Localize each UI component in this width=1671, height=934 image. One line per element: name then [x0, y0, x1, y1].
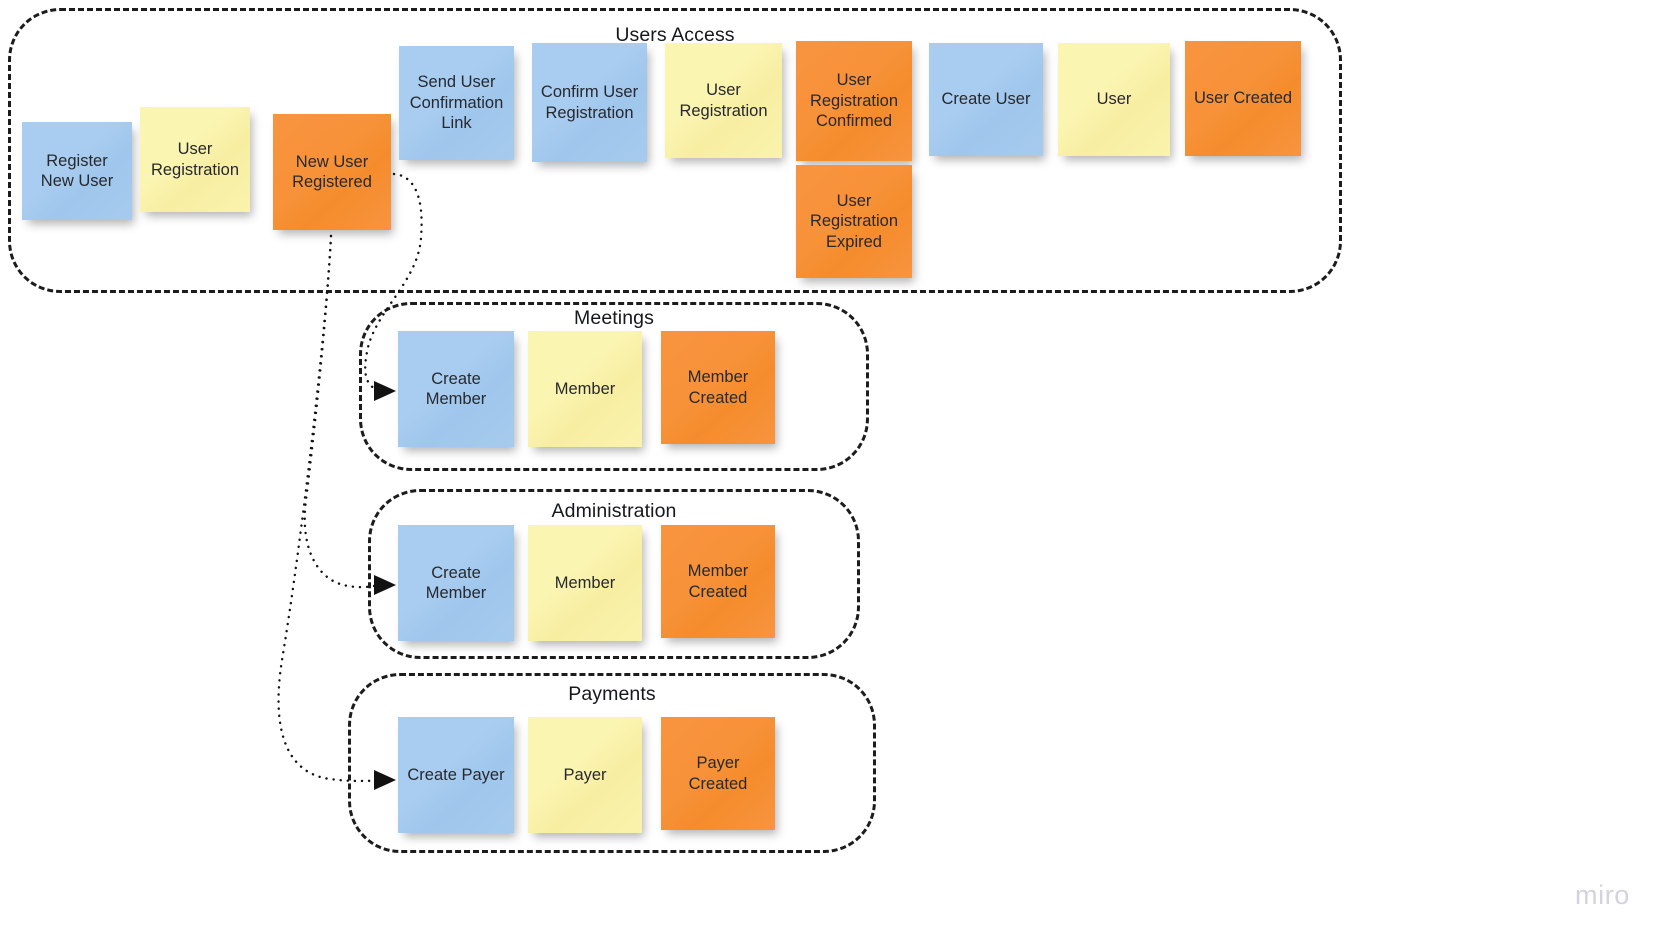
sticky-note-user-registration-confirmed[interactable]: User Registration Confirmed: [796, 41, 912, 161]
sticky-note-user-registration-2[interactable]: User Registration: [665, 43, 782, 158]
sticky-note-label: Register New User: [40, 151, 114, 190]
sticky-note-label: Member: [554, 573, 616, 592]
sticky-note-meetings-create-member[interactable]: Create Member: [398, 331, 514, 447]
sticky-note-payments-payer[interactable]: Payer: [528, 717, 642, 833]
context-title-administration: Administration: [551, 500, 677, 522]
sticky-note-label: New User Registered: [292, 152, 372, 191]
sticky-note-label: Payer Created: [688, 754, 748, 793]
sticky-note-label: Send User Confirmation Link: [409, 73, 504, 133]
sticky-note-payments-create-payer[interactable]: Create Payer: [398, 717, 514, 833]
sticky-note-admin-create-member[interactable]: Create Member: [398, 525, 514, 641]
sticky-note-payments-payer-created[interactable]: Payer Created: [661, 717, 775, 830]
sticky-note-label: Create Payer: [407, 765, 505, 784]
context-title-users-access: Users Access: [615, 24, 735, 46]
sticky-note-label: User Registration Confirmed: [809, 71, 899, 131]
sticky-note-new-user-registered[interactable]: New User Registered: [273, 114, 391, 230]
sticky-note-label: User Registration: [679, 81, 768, 120]
miro-watermark: miro: [1575, 880, 1630, 910]
sticky-note-user-registration-expired[interactable]: User Registration Expired: [796, 165, 912, 278]
sticky-note-register-new-user[interactable]: Register New User: [22, 122, 132, 220]
sticky-note-label: Create Member: [425, 563, 487, 602]
sticky-note-label: Create User: [941, 90, 1031, 109]
sticky-note-user-aggregate[interactable]: User: [1058, 43, 1170, 156]
sticky-note-label: Member Created: [687, 562, 749, 601]
sticky-note-label: User: [1096, 90, 1132, 109]
sticky-note-label: Member: [554, 379, 616, 398]
sticky-note-meetings-member-created[interactable]: Member Created: [661, 331, 775, 444]
context-title-payments: Payments: [568, 683, 656, 705]
sticky-note-create-user[interactable]: Create User: [929, 43, 1043, 156]
sticky-note-label: Member Created: [687, 368, 749, 407]
sticky-note-label: User Registration: [150, 140, 240, 179]
sticky-note-label: User Registration Expired: [809, 191, 899, 251]
sticky-note-confirm-user-registration[interactable]: Confirm User Registration: [532, 43, 647, 162]
sticky-note-label: User Created: [1193, 89, 1293, 108]
context-users-access[interactable]: [8, 8, 1342, 293]
sticky-note-admin-member[interactable]: Member: [528, 525, 642, 641]
sticky-note-meetings-member[interactable]: Member: [528, 331, 642, 447]
sticky-note-label: Payer: [563, 765, 607, 784]
context-title-meetings: Meetings: [574, 307, 654, 329]
sticky-note-label: Create Member: [425, 369, 487, 408]
sticky-note-send-user-confirmation-link[interactable]: Send User Confirmation Link: [399, 46, 514, 160]
sticky-note-label: Confirm User Registration: [540, 83, 639, 122]
sticky-note-admin-member-created[interactable]: Member Created: [661, 525, 775, 638]
sticky-note-user-registration-1[interactable]: User Registration: [140, 107, 250, 212]
sticky-note-user-created[interactable]: User Created: [1185, 41, 1301, 156]
